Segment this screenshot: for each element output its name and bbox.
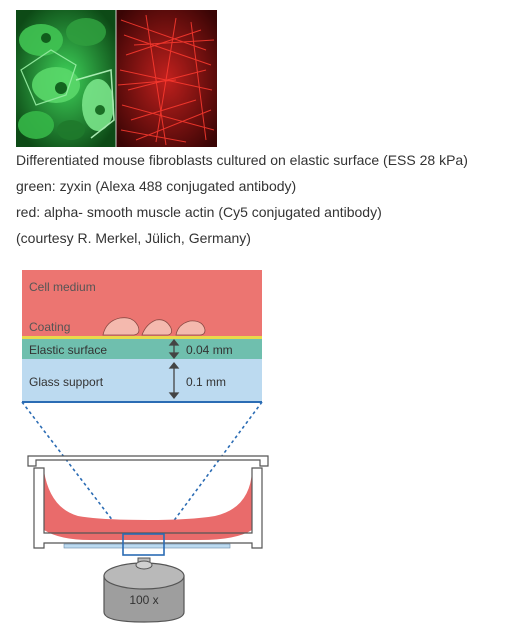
- actin-fibers: [117, 14, 215, 146]
- cell-medium-layer: [22, 270, 262, 336]
- cells: [102, 317, 206, 336]
- dish-body: [33, 467, 263, 549]
- zoom-line-left: [21, 401, 124, 535]
- double-arrow-icon: [168, 361, 180, 400]
- caption-courtesy: (courtesy R. Merkel, Jülich, Germany): [16, 230, 251, 246]
- objective-label: 100 x: [129, 593, 158, 607]
- label-elastic-thickness: 0.04 mm: [186, 343, 233, 357]
- coating-line: [22, 336, 262, 339]
- label-glass-thickness: 0.1 mm: [186, 375, 226, 389]
- cell-1: [102, 317, 140, 336]
- caption-description: Differentiated mouse fibroblasts culture…: [16, 152, 468, 168]
- cell-2: [141, 319, 172, 336]
- double-arrow-icon: [168, 338, 180, 360]
- caption-green: green: zyxin (Alexa 488 conjugated antib…: [16, 178, 297, 194]
- label-glass-support: Glass support: [29, 375, 104, 389]
- caption-red: red: alpha- smooth muscle actin (Cy5 con…: [16, 204, 382, 220]
- petri-dish: [27, 455, 269, 556]
- label-cell-medium: Cell medium: [29, 280, 96, 294]
- microscope-objective: 100 x: [103, 557, 185, 623]
- dish-lid: [27, 455, 269, 467]
- elastic-surface-layer: [22, 339, 262, 359]
- cross-section-diagram: Cell medium Coating Elastic surface Glas…: [21, 270, 269, 623]
- label-coating: Coating: [29, 320, 70, 334]
- dish-glass-bottom: [63, 543, 231, 549]
- cell-3: [175, 320, 206, 336]
- fluorescence-micrograph: [16, 10, 217, 147]
- dish-medium: [44, 471, 252, 540]
- zoom-box: [122, 533, 165, 556]
- glass-support-layer: [22, 359, 262, 402]
- label-elastic-surface: Elastic surface: [29, 343, 107, 357]
- zyxin-cells: [18, 18, 115, 140]
